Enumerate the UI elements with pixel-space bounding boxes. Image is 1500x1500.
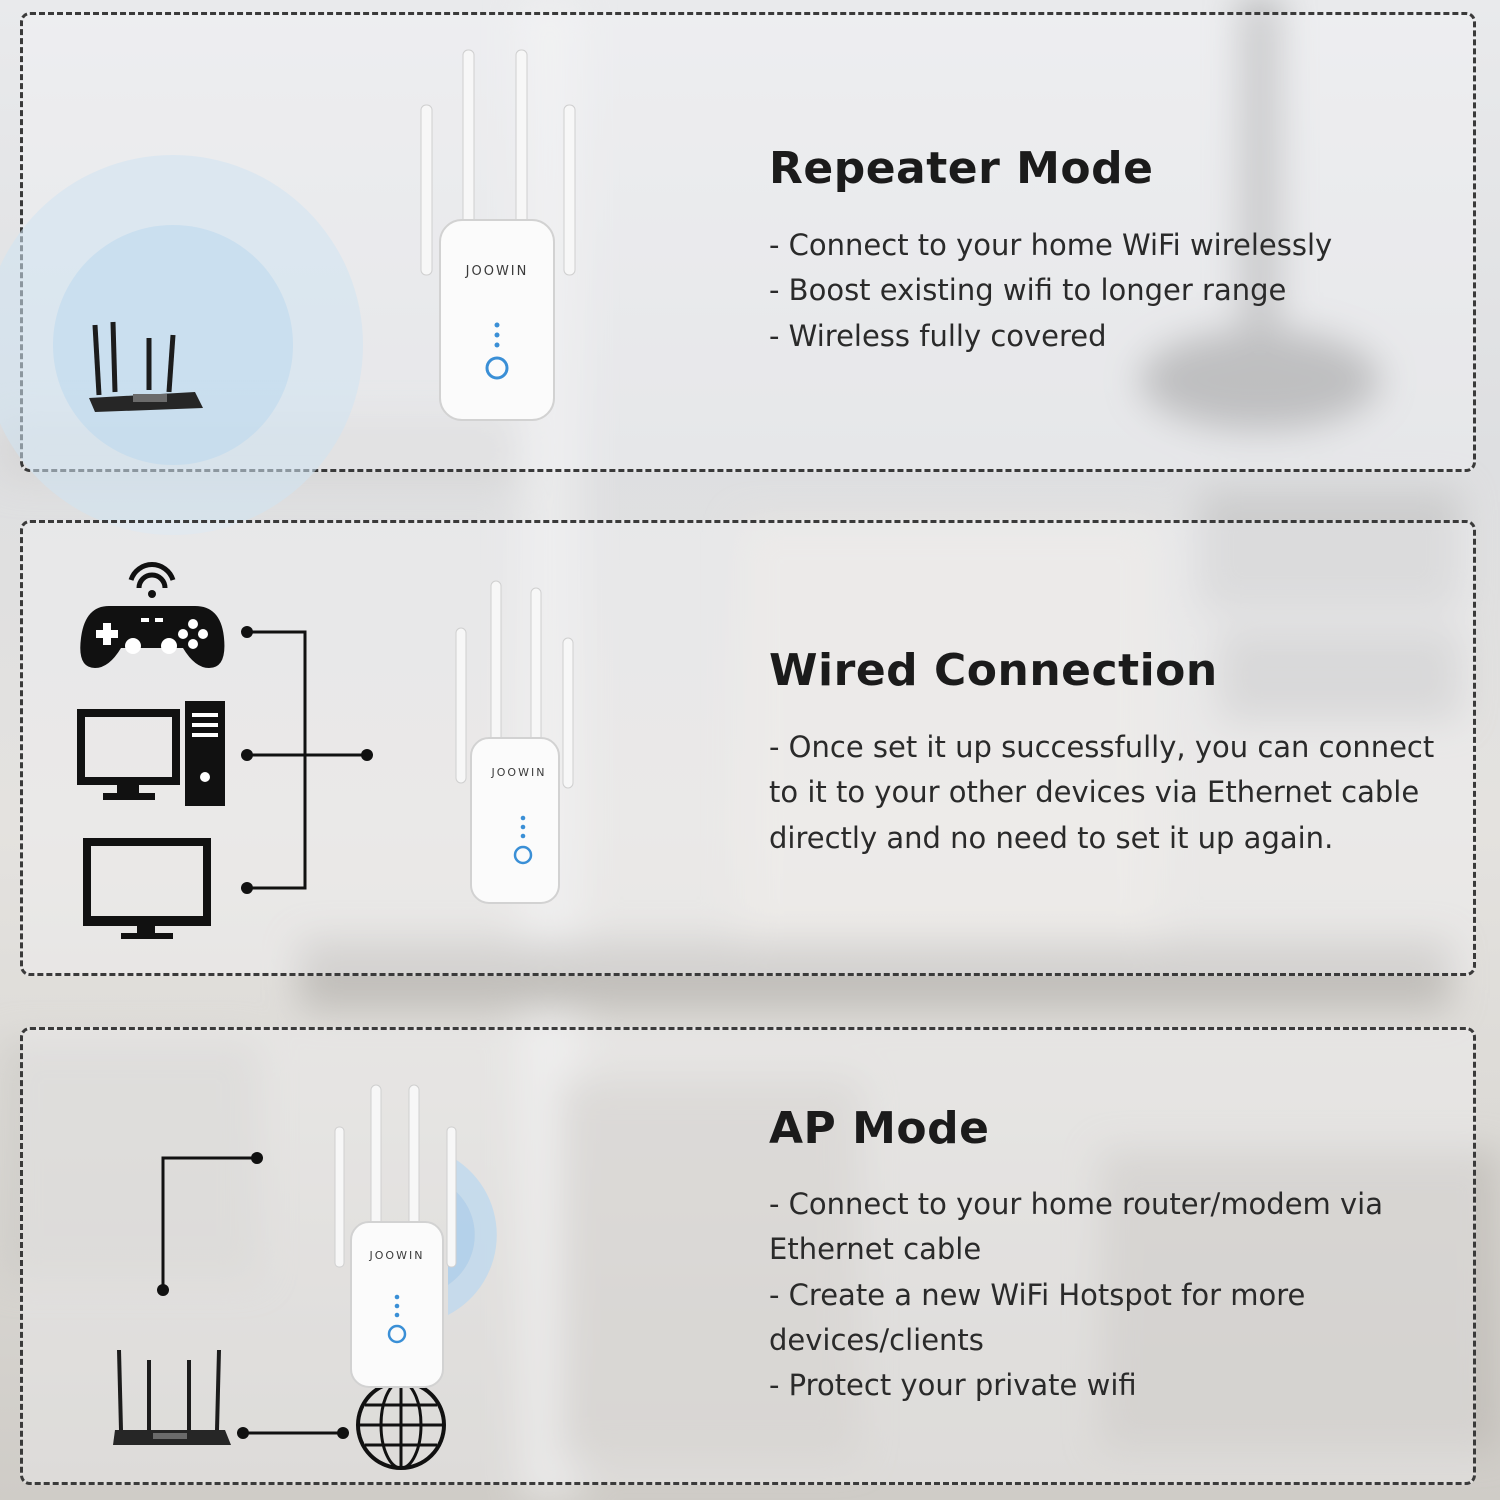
description-line: directly and no need to set it up again. (769, 820, 1334, 855)
wired-connection-title: Wired Connection (769, 645, 1218, 696)
desktop-pc-icon (77, 701, 225, 806)
ethernet-connection-lines (157, 1152, 349, 1439)
brand-logo: JOOWIN (491, 766, 547, 779)
wired-connection-description: - Once set it up successfully, you can c… (769, 725, 1449, 861)
ap-mode-panel: JOOWIN AP Mode - Connect to your home ro… (20, 1027, 1476, 1485)
ethernet-connection-lines (241, 626, 373, 894)
wired-connection-panel: JOOWIN Wired Connection - Once set it up… (20, 520, 1476, 976)
globe-icon (356, 1380, 446, 1470)
ap-mode-description: - Connect to your home router/modem via … (769, 1182, 1449, 1408)
description-line: - Wireless fully covered (769, 318, 1107, 353)
description-line: - Boost existing wifi to longer range (769, 273, 1287, 308)
description-line: devices/clients (769, 1322, 984, 1357)
router-icon (113, 1349, 231, 1445)
description-line: - Connect to your home WiFi wirelessly (769, 228, 1333, 262)
gamepad-icon (80, 562, 225, 668)
description-line: - Create a new WiFi Hotspot for more (769, 1277, 1306, 1312)
repeater-mode-description: - Connect to your home WiFi wirelessly -… (769, 223, 1449, 359)
monitor-icon (83, 838, 211, 939)
brand-logo: JOOWIN (465, 264, 529, 279)
wifi-signal-icon (0, 155, 363, 535)
description-line: - Once set it up successfully, you can c… (769, 730, 1435, 764)
wifi-extender-icon: JOOWIN (455, 580, 574, 904)
wifi-extender-icon: JOOWIN (420, 49, 576, 421)
description-line: to it to your other devices via Ethernet… (769, 775, 1420, 810)
repeater-mode-title: Repeater Mode (769, 143, 1154, 194)
wifi-extender-icon: JOOWIN (334, 1084, 457, 1388)
description-line: - Connect to your home router/modem via (769, 1187, 1384, 1221)
router-icon (89, 321, 203, 412)
brand-logo: JOOWIN (369, 1249, 425, 1262)
description-line: Ethernet cable (769, 1232, 982, 1267)
repeater-mode-panel: JOOWIN Repeater Mode - Connect to your h… (0, 12, 1476, 535)
description-line: - Protect your private wifi (769, 1368, 1137, 1403)
ap-mode-title: AP Mode (769, 1103, 990, 1154)
